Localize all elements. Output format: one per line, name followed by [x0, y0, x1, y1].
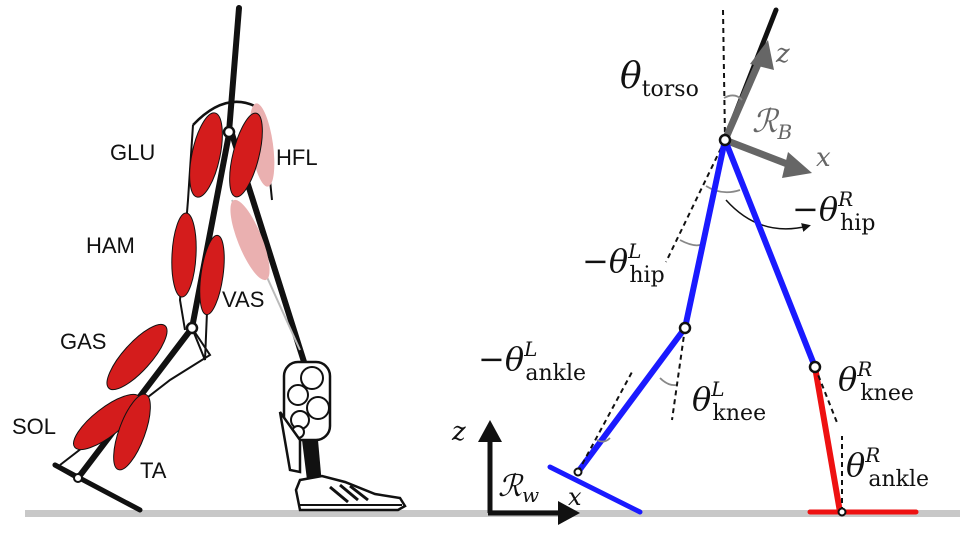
muscle-hfl [229, 112, 263, 198]
theta-torso-base: θ [620, 56, 642, 97]
theta-knee-right-prefix: θ [838, 360, 857, 398]
torso-segment [226, 5, 242, 135]
world-frame-label: ℛw [498, 469, 539, 507]
label-ham: HAM [86, 233, 135, 258]
label-glu: GLU [110, 140, 155, 165]
right-knee-node [808, 360, 822, 374]
muscle-ta [113, 393, 151, 471]
body-frame-label: ℛB [752, 102, 792, 144]
knee-left-angle-arc [659, 377, 677, 387]
torso-angle-arc [723, 94, 743, 101]
left-knee-node [678, 321, 692, 335]
label-hfl: HFL [276, 145, 318, 170]
body-frame-sub: B [777, 120, 793, 144]
right-shank-link [812, 364, 843, 515]
right-thigh-link [722, 137, 818, 370]
label-ta: TA [140, 458, 167, 483]
body-frame-x-axis [723, 136, 797, 171]
theta-ankle-left-sub: ankle [525, 361, 586, 386]
theta-torso-label: θtorso [620, 56, 699, 102]
world-frame-sub: w [522, 483, 539, 507]
body-frame-base: ℛ [752, 102, 780, 140]
muscle-rf-faded [230, 199, 270, 281]
knee-left-reference-line [671, 327, 686, 421]
knee-right-reference-line [814, 366, 839, 426]
theta-hip-left-sup: L [627, 239, 641, 263]
label-vas: VAS [222, 287, 264, 312]
theta-ankle-right-sup: R [864, 443, 880, 467]
theta-knee-right-sup: R [856, 357, 872, 381]
musculoskeletal-leg-model: GLU HFL HAM VAS GAS SOL TA [12, 5, 407, 513]
left-foot-link [547, 464, 643, 515]
hip-joint-node [718, 133, 732, 147]
theta-torso-sub: torso [642, 77, 699, 102]
theta-ankle-left-sup: L [523, 337, 537, 361]
prosthetic-leg [278, 360, 407, 512]
hip-left-angle-arc [679, 239, 704, 247]
world-frame-base: ℛ [498, 469, 524, 504]
label-gas: GAS [60, 329, 106, 354]
theta-ankle-left-prefix: −θ [478, 340, 524, 378]
theta-hip-left-sub: hip [629, 263, 664, 288]
muscle-vas [199, 234, 225, 316]
world-frame-z-label: z [451, 417, 466, 447]
muscle-ham [171, 212, 197, 298]
left-thigh-link [682, 137, 728, 331]
theta-knee-left-prefix: θ [692, 380, 711, 418]
muscle-glu [189, 112, 223, 198]
ankle-joint [73, 473, 83, 483]
theta-knee-left-sub: knee [713, 401, 767, 426]
body-frame-x-label: x [816, 143, 831, 173]
theta-hip-right-sub: hip [840, 211, 875, 236]
muscle-gas [106, 323, 168, 391]
body-frame-z-label: z [775, 39, 790, 69]
ankle-left-angle-arc [596, 437, 611, 443]
label-sol: SOL [12, 414, 56, 439]
ankle-left-reference-line [577, 371, 633, 473]
left-shank-link [575, 325, 688, 475]
body-frame-z-axis [721, 53, 766, 142]
left-ankle-node [573, 467, 583, 477]
right-ankle-node [837, 507, 847, 517]
body-frame-z-arrowhead [750, 40, 774, 70]
body-frame-x-arrowhead [782, 152, 812, 178]
thigh-segment [189, 131, 232, 331]
world-frame-x-arrowhead [558, 501, 580, 525]
theta-knee-right-sub: knee [860, 381, 914, 406]
theta-knee-left-sup: L [710, 377, 724, 401]
theta-hip-right-prefix: −θ [792, 190, 838, 228]
theta-hip-left-prefix: −θ [582, 242, 628, 280]
world-frame-x-label: x [568, 483, 582, 511]
theta-ankle-right-sub: ankle [868, 467, 929, 492]
hip-angle-arc [705, 185, 741, 194]
torso-reference-line [722, 9, 726, 139]
world-frame-z-arrowhead [478, 420, 502, 442]
hip-right-angle-arc [725, 199, 811, 232]
theta-ankle-right-prefix: θ [846, 446, 865, 484]
hip-reference-line [665, 139, 726, 263]
knee-joint [185, 321, 199, 335]
hip-joint [222, 125, 236, 139]
theta-hip-right-sup: R [837, 187, 853, 211]
